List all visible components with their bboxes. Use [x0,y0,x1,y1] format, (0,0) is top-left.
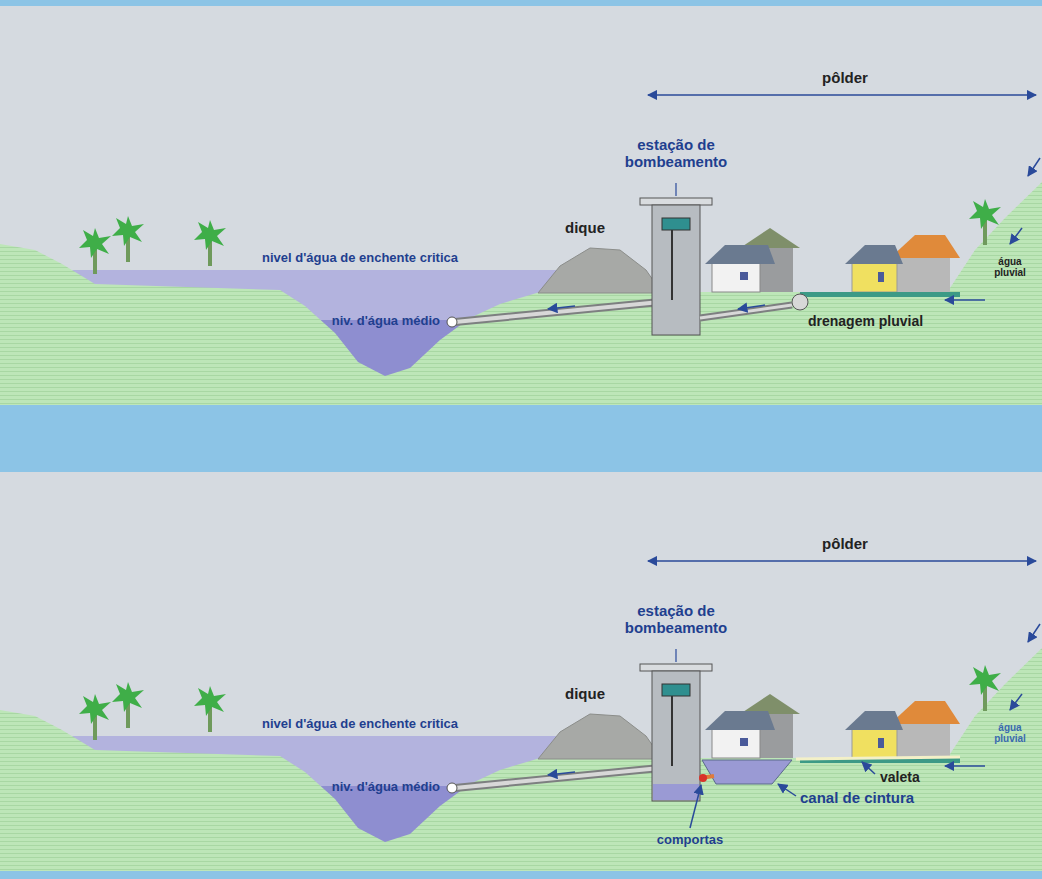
flow-arrow [738,305,765,309]
drainage-system [700,294,808,318]
label-text: pôlder [822,69,868,86]
canal-label: canal de cintura [800,790,914,807]
label-text: estação de bombeamento [625,602,728,636]
water-level-label: niv. d'água médio [332,314,440,328]
ditch-line [796,757,960,759]
label-text: dique [565,219,605,236]
ditch-label: valeta [880,770,920,785]
top-panel [0,6,1042,405]
label-text: dique [565,685,605,702]
label-text: niv. d'água médio [332,779,440,794]
label-text: comportas [657,832,723,847]
water-level-label: nivel d'água de enchente critica [262,251,458,265]
rain-label: água pluvial [987,722,1033,744]
structure-label: estação de bombeamento [606,137,746,170]
drain-pipe [700,305,792,318]
label-text: estação de bombeamento [625,136,728,170]
label-text: canal de cintura [800,789,914,806]
rain-label: água pluvial [987,256,1033,278]
label-text: água pluvial [994,256,1026,278]
water-level-label: niv. d'água médio [332,780,440,794]
label-text: valeta [880,769,920,785]
leader-arrow [690,785,701,828]
label-text: drenagem pluvial [808,313,923,329]
bottom-scene [0,472,1042,871]
drain-inlet [792,294,808,310]
region-label: pôlder [822,70,868,87]
region-label: pôlder [822,536,868,553]
label-text: nivel d'água de enchente critica [262,716,458,731]
drainage-label: drenagem pluvial [808,314,923,329]
label-text: niv. d'água médio [332,313,440,328]
structure-label: dique [565,686,605,703]
bottom-panel [0,472,1042,871]
leader-arrow [778,784,796,796]
structure-label: dique [565,220,605,237]
structure-label: estação de bombeamento [606,603,746,636]
gate [699,774,707,782]
label-text: nivel d'água de enchente critica [262,250,458,265]
pump-sump [653,784,699,800]
label-text: água pluvial [994,722,1026,744]
gate-label: comportas [657,833,723,847]
water-level-label: nivel d'água de enchente critica [262,717,458,731]
leader-arrow [862,762,875,774]
ring-canal [702,760,792,784]
drain-pipe-core [700,305,792,318]
label-text: pôlder [822,535,868,552]
